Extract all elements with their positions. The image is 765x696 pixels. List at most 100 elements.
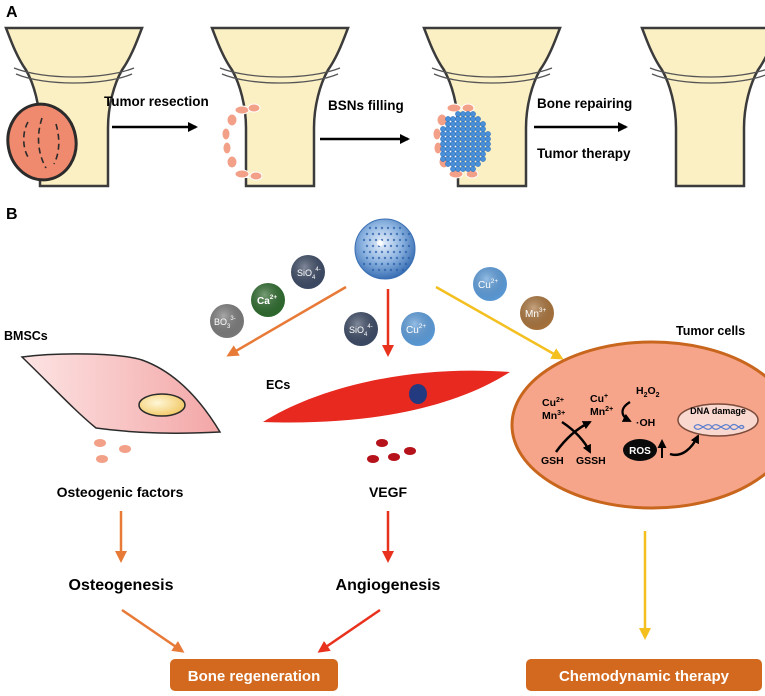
bsn-particle bbox=[480, 151, 486, 157]
bsn-particle bbox=[460, 166, 466, 172]
bsn-particle bbox=[470, 156, 476, 162]
bsn-particle bbox=[460, 111, 466, 117]
sphere-pore bbox=[398, 226, 402, 230]
bsn-particle bbox=[440, 156, 446, 162]
bsn-particle bbox=[470, 116, 476, 122]
sphere-pore bbox=[398, 262, 402, 266]
svg-text:Bone regeneration: Bone regeneration bbox=[188, 668, 321, 685]
step-bsns-filling: BSNs filling bbox=[328, 98, 404, 113]
bsn-particle bbox=[445, 131, 451, 137]
bsn-particle bbox=[480, 141, 486, 147]
fenton-arrow bbox=[621, 401, 632, 422]
bsn-particle bbox=[485, 136, 491, 142]
ion-bo3: BO33- bbox=[210, 304, 244, 338]
reactant-mn3: Mn3+ bbox=[542, 410, 565, 422]
ion-ca: Ca2+ bbox=[251, 283, 285, 317]
svg-text:ROS: ROS bbox=[629, 446, 651, 457]
sphere-pore bbox=[374, 226, 378, 230]
sphere-pore bbox=[389, 256, 393, 260]
bsn-particle bbox=[470, 111, 476, 117]
sphere-pore bbox=[362, 262, 366, 266]
bsn-particle bbox=[465, 166, 471, 172]
bsn-particle bbox=[450, 131, 456, 137]
bsn-particle bbox=[475, 126, 481, 132]
bsn-particle bbox=[445, 126, 451, 132]
bsn-particle bbox=[445, 146, 451, 152]
bsn-particle bbox=[445, 121, 451, 127]
bsn-particle bbox=[455, 146, 461, 152]
sphere-pore bbox=[389, 268, 393, 272]
sphere-pore bbox=[407, 244, 411, 248]
bone-bsn-filled bbox=[422, 26, 562, 188]
ros-badge: ROS bbox=[623, 439, 657, 461]
sphere-pore bbox=[386, 262, 390, 266]
ion-sio4-mid: SiO44- bbox=[344, 312, 378, 346]
sphere-pore bbox=[401, 256, 405, 260]
sphere-pore bbox=[395, 244, 399, 248]
sphere-pore bbox=[389, 232, 393, 236]
redox-arrow-1 bbox=[554, 420, 592, 453]
svg-text:Mn3+: Mn3+ bbox=[525, 307, 547, 320]
bsn-particle bbox=[480, 136, 486, 142]
bsn-particle bbox=[480, 126, 486, 132]
bsn-particle bbox=[455, 151, 461, 157]
bsn-particle bbox=[460, 136, 466, 142]
bsn-particle bbox=[480, 121, 486, 127]
bsn-particle bbox=[460, 121, 466, 127]
bsn-particle bbox=[460, 161, 466, 167]
bsn-particle bbox=[480, 146, 486, 152]
bsn-particle bbox=[455, 131, 461, 137]
ion-mn: Mn3+ bbox=[520, 296, 554, 330]
sphere-pore bbox=[374, 250, 378, 254]
step-tumor-therapy: Tumor therapy bbox=[537, 146, 631, 161]
bone-resected bbox=[210, 26, 350, 188]
sphere-pore bbox=[386, 250, 390, 254]
bsn-particle bbox=[475, 136, 481, 142]
bsn-particle bbox=[440, 141, 446, 147]
sphere-pore bbox=[404, 262, 408, 266]
bsn-particle bbox=[450, 116, 456, 122]
bsn-particle bbox=[450, 146, 456, 152]
sphere-pore bbox=[401, 244, 405, 248]
bsn-nanoparticle bbox=[354, 218, 416, 280]
ion-cu-right: Cu2+ bbox=[473, 267, 507, 301]
ec-cell bbox=[263, 370, 510, 423]
bsn-particle bbox=[445, 156, 451, 162]
sphere-pore bbox=[380, 250, 384, 254]
osteogenic-factors-label: Osteogenic factors bbox=[57, 484, 184, 500]
bsn-particle bbox=[465, 126, 471, 132]
sphere-pore bbox=[395, 256, 399, 260]
bsn-particle bbox=[480, 156, 486, 162]
bsn-particle bbox=[470, 121, 476, 127]
arrow-osteo-to-bone bbox=[121, 608, 185, 653]
svg-text:SiO44-: SiO44- bbox=[297, 267, 321, 281]
bsn-particle bbox=[455, 126, 461, 132]
bone-repaired bbox=[640, 26, 765, 188]
ecs-label: ECs bbox=[266, 378, 290, 392]
sphere-pore bbox=[386, 238, 390, 242]
sphere-pore bbox=[371, 268, 375, 272]
sphere-pore bbox=[392, 238, 396, 242]
bsn-particle bbox=[450, 121, 456, 127]
ros-to-dna-arrow bbox=[669, 434, 700, 457]
sphere-pore bbox=[386, 226, 390, 230]
sphere-pore bbox=[383, 244, 387, 248]
bsn-particle bbox=[460, 146, 466, 152]
redox-arrow-2 bbox=[561, 420, 592, 454]
gssh: GSSH bbox=[576, 455, 606, 467]
bsn-particle bbox=[465, 141, 471, 147]
bsn-particle bbox=[455, 166, 461, 172]
ion-sio4-left: SiO44- bbox=[291, 255, 325, 289]
bsn-particle bbox=[460, 141, 466, 147]
sphere-pore bbox=[395, 268, 399, 272]
bsn-particle bbox=[455, 156, 461, 162]
bsn-particle bbox=[475, 131, 481, 137]
arrow-angio-to-bone bbox=[317, 608, 381, 653]
dna-helix-icon bbox=[693, 423, 745, 431]
osteogenesis-label: Osteogenesis bbox=[69, 577, 174, 594]
bsn-particle bbox=[450, 166, 456, 172]
svg-text:DNA damage: DNA damage bbox=[690, 406, 746, 416]
sphere-pore bbox=[398, 238, 402, 242]
osteogenic-factor-dots bbox=[94, 439, 131, 463]
bsn-particle bbox=[440, 146, 446, 152]
